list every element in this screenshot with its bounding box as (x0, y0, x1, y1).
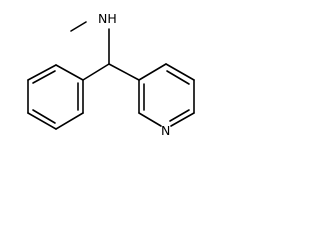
phenyl-bond (27, 64, 57, 81)
bond-ch-pyridine (108, 63, 140, 81)
pyridine-n-label: N (161, 123, 170, 138)
pyridine-double-bond (169, 109, 190, 122)
bond-methyl-n (70, 21, 87, 32)
pyridine-bond (138, 112, 162, 127)
pyridine-double-bond (166, 70, 190, 85)
pyridine-bond (170, 112, 195, 127)
phenyl-double-bond (32, 109, 56, 124)
phenyl-bond (27, 112, 57, 130)
phenyl-bond (55, 64, 84, 81)
nh-label: NH (98, 11, 117, 26)
pyridine-bond (138, 63, 167, 81)
bond-ch-phenyl (82, 63, 110, 81)
phenyl-bond (55, 112, 84, 130)
structural-formula: NH N (27, 11, 195, 138)
pyridine-ring (138, 63, 195, 127)
phenyl-ring (27, 64, 84, 130)
pyridine-bond (165, 63, 195, 81)
phenyl-double-bond (32, 70, 56, 84)
